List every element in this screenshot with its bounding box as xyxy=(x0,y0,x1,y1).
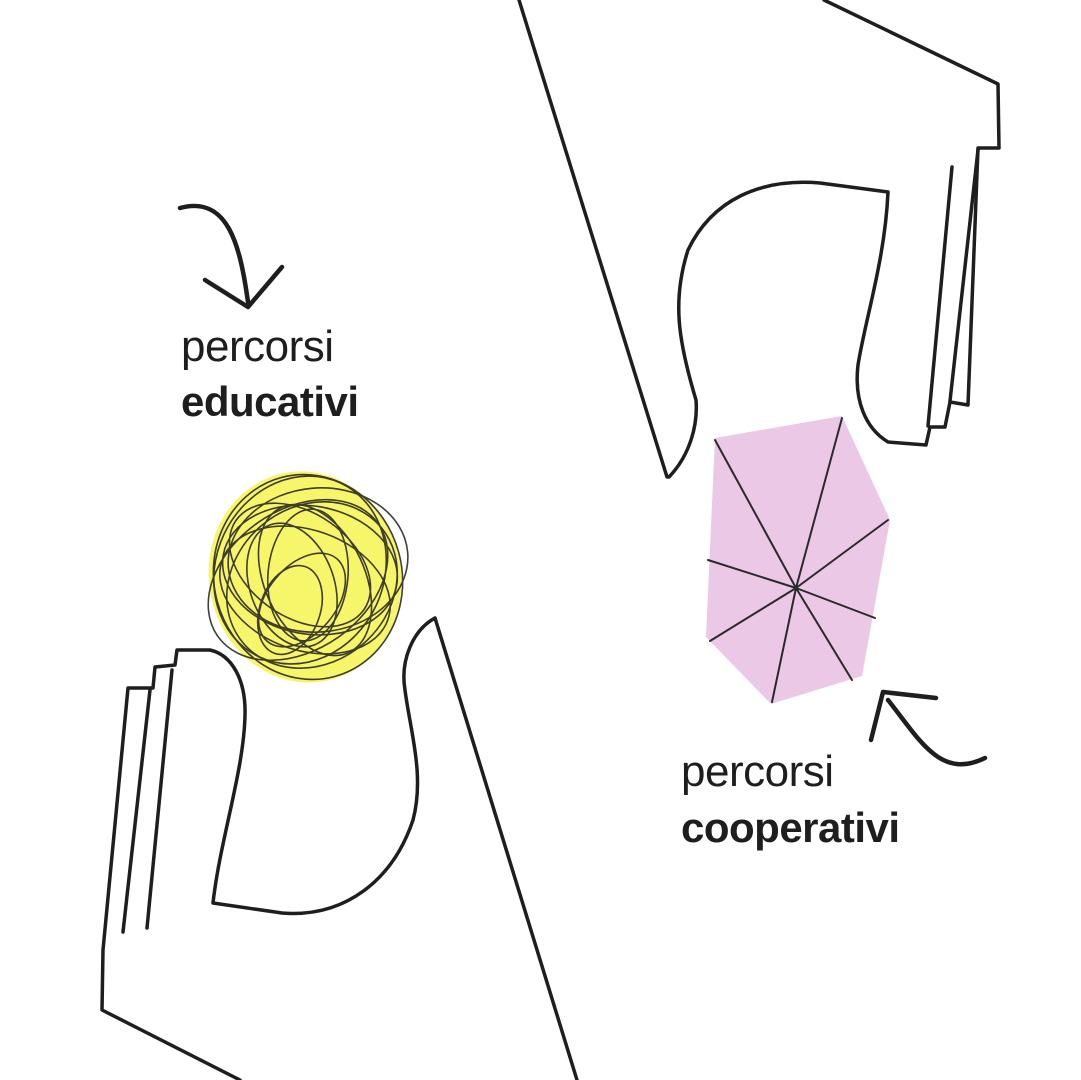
curved-arrow-icon xyxy=(177,203,988,767)
hand-bottom-left-icon xyxy=(100,616,579,1080)
label-cooperative-line1: percorsi xyxy=(681,747,834,796)
label-educational-line2: educativi xyxy=(181,378,359,425)
hand-top-right-icon xyxy=(517,0,1001,479)
faceted-gem-icon xyxy=(706,416,890,704)
label-educational-line1: percorsi xyxy=(181,322,334,371)
yarn-ball-icon xyxy=(207,471,409,683)
label-cooperative-line2: cooperativi xyxy=(681,804,900,851)
